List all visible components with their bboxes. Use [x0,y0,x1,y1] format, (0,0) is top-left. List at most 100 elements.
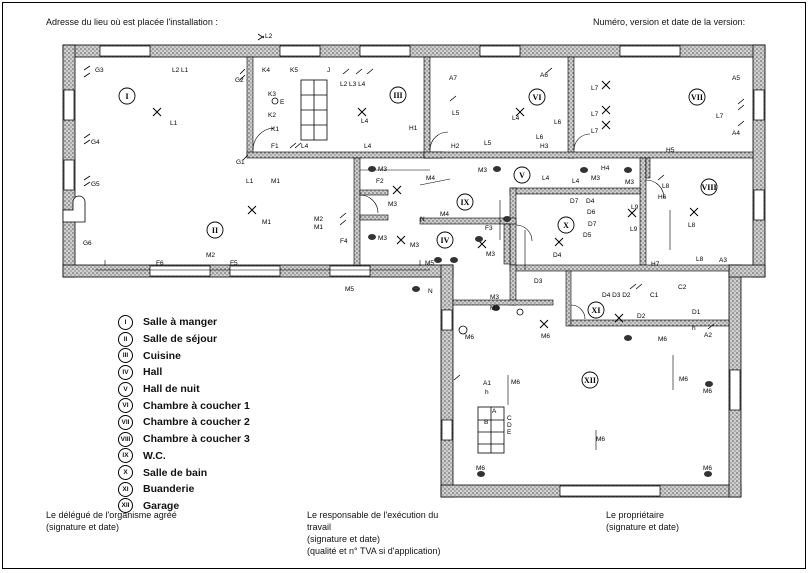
svg-text:L6: L6 [536,134,544,141]
svg-text:G5: G5 [91,181,100,188]
svg-text:IV: IV [441,236,450,245]
responsible-signature: Le responsable de l'exécution du travail… [307,510,441,556]
svg-text:D7: D7 [588,221,597,228]
svg-text:M5: M5 [425,260,434,267]
svg-text:G3: G3 [95,67,104,74]
svg-text:M4: M4 [440,211,449,218]
svg-text:IX: IX [461,198,470,207]
svg-text:D6: D6 [587,209,596,216]
svg-text:C1: C1 [650,292,659,299]
svg-text:L8: L8 [696,256,704,263]
svg-text:G2: G2 [235,77,244,84]
svg-text:A: A [492,408,497,415]
svg-text:M3: M3 [388,201,397,208]
svg-text:II: II [212,226,218,235]
svg-text:L6: L6 [554,119,562,126]
owner-signature: Le propriétaire (signature et date) [606,510,680,532]
svg-text:M1: M1 [271,178,280,185]
svg-text:H4: H4 [601,165,610,172]
svg-text:X: X [563,221,569,230]
svg-text:A4: A4 [732,130,740,137]
svg-text:h: h [485,389,489,396]
svg-text:L4: L4 [361,118,369,125]
svg-text:A7: A7 [449,75,457,82]
svg-text:L7: L7 [716,113,724,120]
svg-text:D4: D4 [586,198,595,205]
svg-text:L4: L4 [301,143,309,150]
svg-text:M1: M1 [314,224,323,231]
svg-text:M3: M3 [591,175,600,182]
svg-text:D1: D1 [692,309,701,316]
svg-text:M6: M6 [703,465,712,472]
svg-text:H3: H3 [540,143,549,150]
svg-text:L9: L9 [631,204,639,211]
svg-text:M3: M3 [625,179,634,186]
svg-text:M3: M3 [410,242,419,249]
svg-text:E: E [280,99,285,106]
svg-text:L4: L4 [364,143,372,150]
svg-text:K1: K1 [271,126,279,133]
svg-text:C2: C2 [678,284,687,291]
svg-text:M6: M6 [658,336,667,343]
svg-text:M3: M3 [378,235,387,242]
svg-text:H7: H7 [651,261,660,268]
svg-text:A5: A5 [732,75,740,82]
svg-text:M3: M3 [490,305,499,312]
svg-text:F6: F6 [156,260,164,267]
svg-text:D4 D3 D2: D4 D3 D2 [602,292,631,299]
svg-text:L1: L1 [170,120,178,127]
svg-text:XII: XII [584,376,596,385]
svg-text:M6: M6 [465,334,474,341]
svg-text:J: J [327,67,330,74]
svg-text:L2 L3 L4: L2 L3 L4 [340,81,366,88]
svg-text:D4: D4 [553,252,562,259]
svg-text:A2: A2 [704,332,712,339]
svg-text:M6: M6 [703,388,712,395]
svg-text:D2: D2 [637,313,646,320]
svg-text:K2: K2 [268,112,276,119]
address-label: Adresse du lieu où est placée l'installa… [46,17,218,27]
svg-text:L2: L2 [265,33,273,40]
svg-text:D5: D5 [583,232,592,239]
svg-text:H6: H6 [658,194,667,201]
svg-text:F4: F4 [340,238,348,245]
svg-text:A1: A1 [483,380,491,387]
svg-text:M3: M3 [478,167,487,174]
svg-text:A6: A6 [540,72,548,79]
svg-text:D3: D3 [534,278,543,285]
svg-text:L7: L7 [591,111,599,118]
svg-text:L4: L4 [542,175,550,182]
svg-text:L5: L5 [484,140,492,147]
svg-text:M1: M1 [262,219,271,226]
svg-text:XI: XI [592,306,601,315]
svg-text:B: B [484,419,488,426]
svg-text:M6: M6 [679,376,688,383]
svg-text:M3: M3 [378,166,387,173]
svg-text:N: N [428,288,433,295]
svg-text:C: C [507,415,512,422]
svg-text:F3: F3 [485,225,493,232]
svg-text:L4: L4 [512,115,520,122]
svg-text:M6: M6 [596,436,605,443]
svg-text:H1: H1 [409,125,418,132]
svg-text:M6: M6 [476,465,485,472]
svg-text:G1: G1 [236,159,245,166]
svg-text:F2: F2 [376,178,384,185]
svg-text:M2: M2 [314,216,323,223]
distribution-panel [477,406,505,454]
svg-text:L1: L1 [246,178,254,185]
svg-text:K4: K4 [262,67,270,74]
svg-text:M4: M4 [426,175,435,182]
svg-text:D: D [507,422,512,429]
svg-text:V: V [519,171,525,180]
